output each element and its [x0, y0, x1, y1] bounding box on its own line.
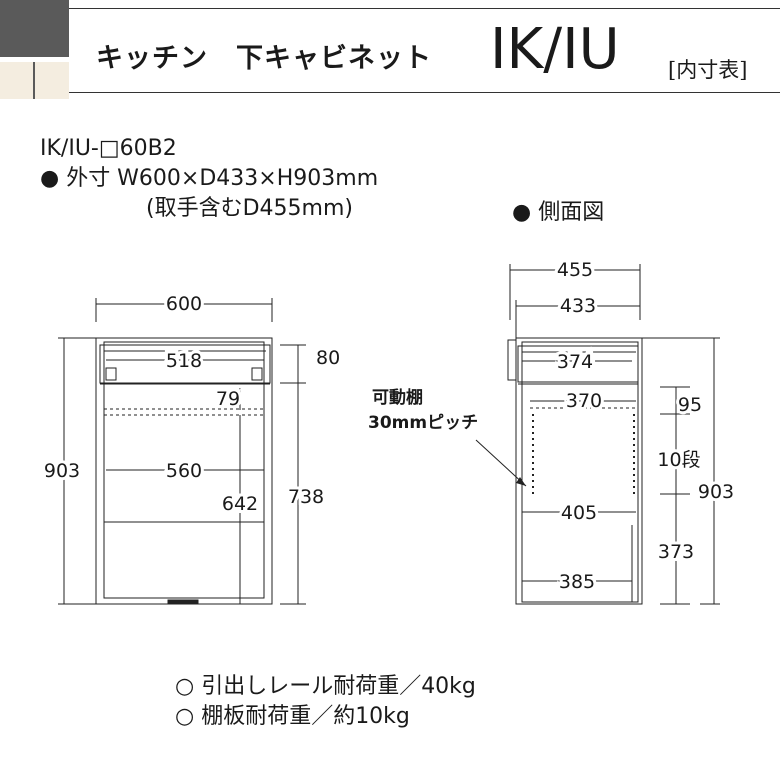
- label-560: 560: [166, 460, 202, 482]
- label-455: 455: [557, 259, 593, 281]
- label-405: 405: [561, 502, 597, 524]
- label-738: 738: [288, 486, 324, 508]
- side-cabinet-outline: [515, 337, 643, 605]
- side-view-title: ● 側面図: [512, 200, 605, 225]
- header-rule-top: [69, 8, 780, 9]
- handle-depth-note: (取手含むD455mm): [146, 196, 353, 221]
- label-374: 374: [557, 351, 593, 373]
- shelf-label-line1: 可動棚: [372, 387, 423, 408]
- drawer-front: [99, 344, 271, 384]
- note-shelf-load: ○ 棚板耐荷重／約10kg: [175, 704, 410, 729]
- label-373: 373: [658, 541, 694, 563]
- note-drawer-load: ○ 引出しレール耐荷重／40kg: [175, 674, 476, 699]
- label-518: 518: [166, 350, 202, 372]
- label-433: 433: [560, 295, 596, 317]
- model-code: IK/IU-□60B2: [40, 136, 177, 161]
- label-903-front: 903: [44, 460, 80, 482]
- label-95: 95: [678, 394, 702, 416]
- label-370: 370: [566, 390, 602, 412]
- page-title: キッチン 下キャビネット: [96, 43, 432, 74]
- shelf-label-line2: 30mmピッチ: [368, 413, 478, 433]
- label-80: 80: [316, 347, 340, 369]
- brand-block-divider: [33, 62, 35, 99]
- label-903-side: 903: [698, 481, 734, 503]
- label-385: 385: [559, 571, 595, 593]
- label-10-steps: 10段: [657, 449, 700, 471]
- outer-dimensions: ● 外寸 W600×D433×H903mm: [40, 166, 379, 191]
- label-600: 600: [166, 293, 202, 315]
- header-rule-bottom: [69, 92, 780, 93]
- dimension-table-label: [内寸表]: [668, 58, 748, 82]
- label-642: 642: [222, 493, 258, 515]
- brand-block-dark: [0, 0, 69, 57]
- label-79: 79: [216, 388, 240, 410]
- model-heading: IK/IU: [490, 17, 620, 82]
